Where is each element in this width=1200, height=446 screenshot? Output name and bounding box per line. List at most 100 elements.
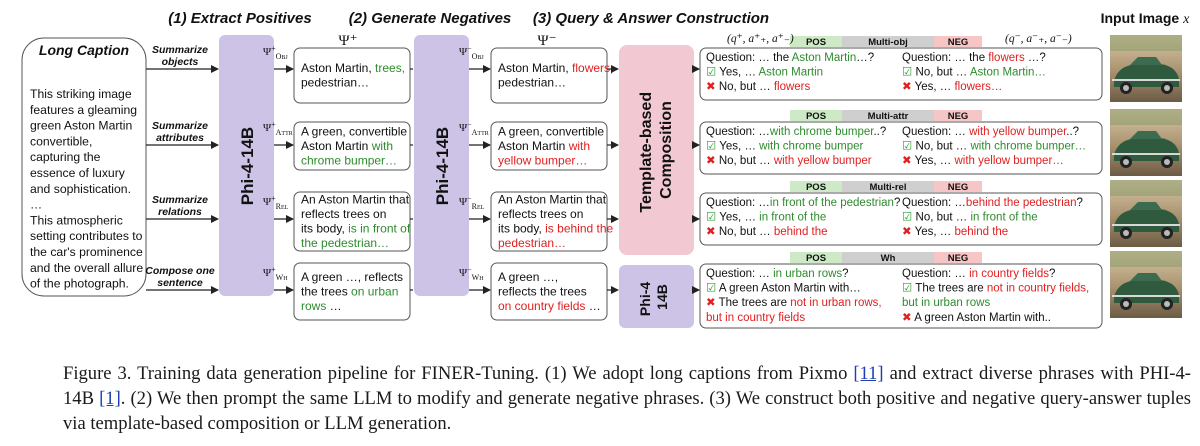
text-segment: with chrome bumper — [769, 126, 874, 138]
text-segment: , — [610, 61, 613, 75]
text-segment: No, but … — [912, 212, 970, 224]
text-segment: with — [371, 139, 393, 153]
text-segment: Yes, … — [912, 81, 955, 93]
qa-positive-line: ✖ The trees are not in urban rows, — [706, 297, 882, 309]
long-caption-line: the car's prominence — [30, 245, 143, 259]
type-tag — [842, 36, 934, 47]
negative-phrase-line: reflects the trees — [498, 284, 587, 298]
text-segment: behind the — [954, 226, 1008, 238]
text-segment: ..? — [1066, 126, 1079, 138]
check-icon: ☑ — [706, 141, 716, 153]
text-segment: No, but … — [716, 226, 774, 238]
positive-phrase-line: reflects trees on — [301, 207, 386, 221]
pos-tag — [790, 110, 842, 121]
text-segment: Yes, … — [716, 67, 758, 79]
positive-phrase-line: An Aston Martin that — [301, 193, 410, 207]
positive-tuple-note: (q⁺, a⁺₊, a⁺₋) — [727, 33, 794, 45]
text-segment: Question: … the — [902, 52, 988, 64]
psi-negative-symbol: Ψ−Attr — [459, 120, 489, 137]
positive-phrase-line: A green, convertible — [301, 124, 407, 138]
qa-negative-line: ✖ Yes, … with yellow bumper… — [902, 155, 1064, 167]
text-segment: flowers — [774, 81, 811, 93]
text-segment: the pedestrian… — [301, 236, 389, 250]
long-caption-line: … — [30, 198, 42, 212]
text-segment: … — [326, 299, 341, 313]
negative-phrase-line: pedestrian… — [498, 236, 566, 250]
qa-positive-line: ✖ No, but … with yellow bumper — [706, 155, 872, 167]
text-segment: with yellow bumper… — [953, 155, 1063, 167]
type-tag-label: Multi-rel — [870, 182, 907, 193]
text-segment: Aston Martin… — [970, 67, 1046, 79]
qa-positive-line: ✖ No, but … flowers — [706, 81, 810, 93]
qa-negative-line: ☑ No, but … Aston Martin… — [902, 67, 1046, 79]
positive-phrase-line: rows … — [301, 299, 342, 313]
text-segment: Question: … — [706, 197, 770, 209]
cross-icon: ✖ — [706, 155, 716, 167]
text-segment: is behind the — [545, 222, 613, 236]
neg-tag — [934, 181, 982, 192]
check-icon: ☑ — [902, 67, 912, 79]
text-segment: rows — [301, 299, 326, 313]
text-segment: Aston Martin, — [301, 61, 375, 75]
text-segment: but in country fields — [706, 312, 805, 324]
text-segment: the trees — [301, 284, 351, 298]
qa-negative-line: Question: … the flowers …? — [902, 52, 1046, 64]
text-segment: on urban — [351, 284, 398, 298]
text-segment: in country fields — [969, 268, 1049, 280]
pos-tag-label: POS — [806, 37, 826, 48]
template-composition-box — [619, 45, 694, 255]
text-segment: Aston Martin — [792, 52, 857, 64]
text-segment: with — [568, 139, 590, 153]
neg-tag-label: NEG — [948, 253, 969, 264]
long-caption-title: Long Caption — [39, 42, 129, 58]
negative-phrase-box — [490, 47, 608, 104]
qa-negative-line: ✖ Yes, … flowers… — [902, 81, 1002, 93]
text-segment: not in country fields, — [987, 283, 1089, 295]
neg-tag — [934, 252, 982, 263]
citation-link-1[interactable]: [1] — [99, 388, 121, 409]
citation-link-11[interactable]: [11] — [853, 363, 884, 384]
text-segment: on country fields — [498, 299, 585, 313]
check-icon: ☑ — [706, 212, 716, 224]
cross-icon: ✖ — [902, 155, 912, 167]
qa-negative-line: ☑ No, but … with chrome bumper… — [902, 141, 1086, 153]
text-segment: Aston Martin — [301, 139, 372, 153]
qa-positive-line: but in country fields — [706, 312, 805, 324]
pos-tag — [790, 181, 842, 192]
negative-phrase-line: on country fields … — [498, 299, 601, 313]
text-segment: chrome bumper… — [301, 153, 397, 167]
check-icon: ☑ — [706, 67, 716, 79]
qa-negative-line: ✖ Yes, … behind the — [902, 226, 1008, 238]
positive-phrase-line: Aston Martin, trees, — [301, 61, 405, 75]
negative-tuple-note: (q⁻, a⁻₊, a⁻₋) — [1005, 33, 1072, 45]
long-caption-line: features a gleaming — [30, 103, 137, 117]
text-segment: No, but … — [912, 67, 970, 79]
step1-header: (1) Extract Positives — [168, 10, 311, 27]
positive-phrase-line: pedestrian… — [301, 76, 369, 90]
qa-box — [699, 192, 1103, 246]
text-segment: is in front of — [348, 222, 411, 236]
text-segment: behind the pedestrian — [966, 197, 1077, 209]
qa-positive-line: ☑ A green Aston Martin with… — [706, 283, 861, 295]
text-segment: Aston Martin — [759, 67, 824, 79]
negative-phrase-line: Aston Martin with — [498, 139, 590, 153]
psi-plus-label: Ψ⁺ — [339, 33, 358, 49]
text-segment: An Aston Martin that — [301, 193, 410, 207]
input-car-image — [1110, 109, 1182, 176]
phi-llm3-box — [619, 265, 694, 328]
long-caption-line: This atmospheric — [30, 213, 123, 227]
pipeline-diagram: (1) Extract Positives (2) Generate Negat… — [21, 10, 1191, 329]
text-segment: flowers — [572, 61, 610, 75]
neg-tag — [934, 110, 982, 121]
text-segment: Question: … — [902, 197, 966, 209]
long-caption-line: green Aston Martin — [30, 119, 132, 133]
negative-phrase-line: An Aston Martin that — [498, 193, 607, 207]
qa-box — [699, 47, 1103, 101]
template-composition-label: Template-based Composition — [638, 87, 675, 212]
text-segment: Yes, … — [716, 141, 759, 153]
text-segment: in front of the — [970, 212, 1037, 224]
text-segment: No, but … — [912, 141, 970, 153]
